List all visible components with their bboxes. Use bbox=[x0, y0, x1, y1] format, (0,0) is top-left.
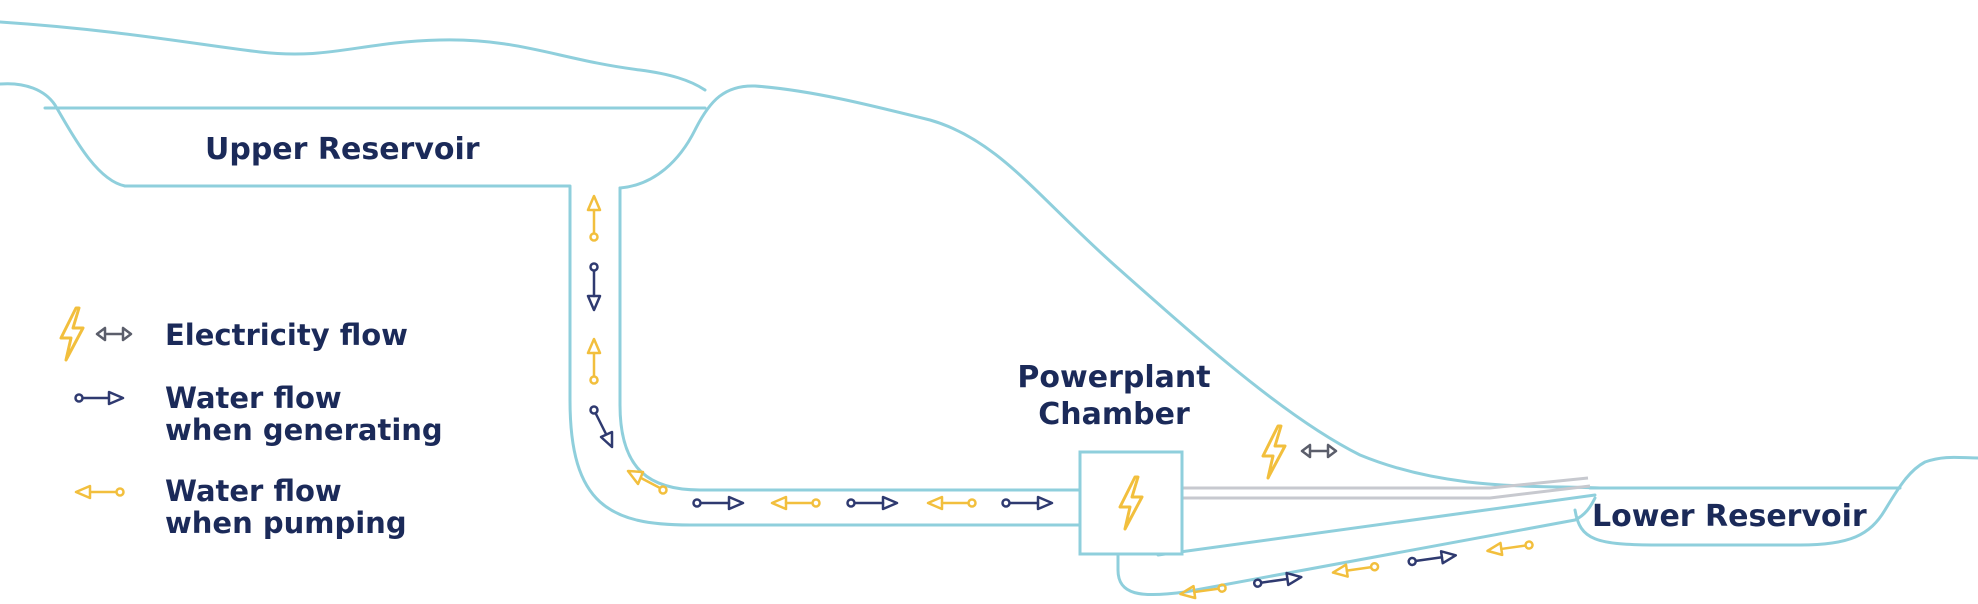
legend-pumping: Water flow when pumping bbox=[74, 474, 407, 540]
lower-reservoir-label: Lower Reservoir bbox=[1592, 499, 1867, 534]
legend-generating: Water flow when generating bbox=[74, 381, 443, 447]
pumping-arrow-t-1 bbox=[1179, 583, 1227, 600]
pumping-arrow-up-1 bbox=[586, 194, 602, 242]
legend-electricity: Electricity flow bbox=[59, 306, 408, 362]
pumping-arrow-h-2 bbox=[926, 495, 977, 511]
generating-arrow-t-2 bbox=[1407, 550, 1458, 567]
pumping-arrow-diag-1 bbox=[626, 469, 668, 495]
electricity-double-arrow-icon bbox=[1300, 443, 1338, 459]
generating-arrow-diag-1 bbox=[589, 405, 614, 449]
upper-ground-left bbox=[0, 82, 127, 188]
legend-pumping-line2: when pumping bbox=[165, 506, 407, 540]
legend-generating-line1: Water flow bbox=[165, 381, 342, 415]
electricity-bolt-icon bbox=[1261, 424, 1287, 480]
power-line bbox=[1182, 476, 1591, 500]
legend-electricity-label: Electricity flow bbox=[165, 318, 408, 352]
flow-arrows bbox=[586, 194, 1534, 600]
powerplant-label-line2: Chamber bbox=[1038, 397, 1190, 432]
legend-generating-arrow-icon bbox=[74, 390, 125, 406]
pumping-arrow-up-2 bbox=[586, 337, 602, 385]
tailrace-upper-wall bbox=[1153, 493, 1597, 557]
generating-arrow-h-3 bbox=[1001, 495, 1054, 511]
upper-basin-bottom bbox=[123, 184, 1082, 527]
legend: Electricity flow Water flow when generat… bbox=[59, 306, 443, 540]
pumping-arrow-t-3 bbox=[1486, 540, 1534, 557]
legend-bolt-icon bbox=[59, 306, 85, 362]
legend-generating-line2: when generating bbox=[165, 413, 443, 447]
legend-double-arrow-icon bbox=[95, 326, 133, 342]
shaft-inner-wall bbox=[618, 186, 1082, 492]
generating-arrow-h-1 bbox=[692, 495, 745, 511]
generating-arrow-down-1 bbox=[586, 262, 602, 312]
upper-basin-right bbox=[618, 84, 1602, 490]
pumping-arrow-h-1 bbox=[770, 495, 821, 511]
powerplant-label-line1: Powerplant bbox=[1017, 360, 1210, 395]
generating-arrow-h-2 bbox=[846, 495, 899, 511]
powerplant-chamber bbox=[1078, 450, 1184, 556]
pumping-arrow-t-2 bbox=[1331, 561, 1380, 578]
generating-arrow-t-1 bbox=[1252, 571, 1303, 588]
background-ridge bbox=[0, 20, 707, 92]
lower-reservoir-basin bbox=[1573, 455, 1978, 547]
legend-pumping-arrow-icon bbox=[74, 484, 125, 500]
upper-reservoir-label: Upper Reservoir bbox=[205, 132, 480, 167]
legend-pumping-line1: Water flow bbox=[165, 474, 342, 508]
tailrace-arrows bbox=[1179, 540, 1534, 600]
